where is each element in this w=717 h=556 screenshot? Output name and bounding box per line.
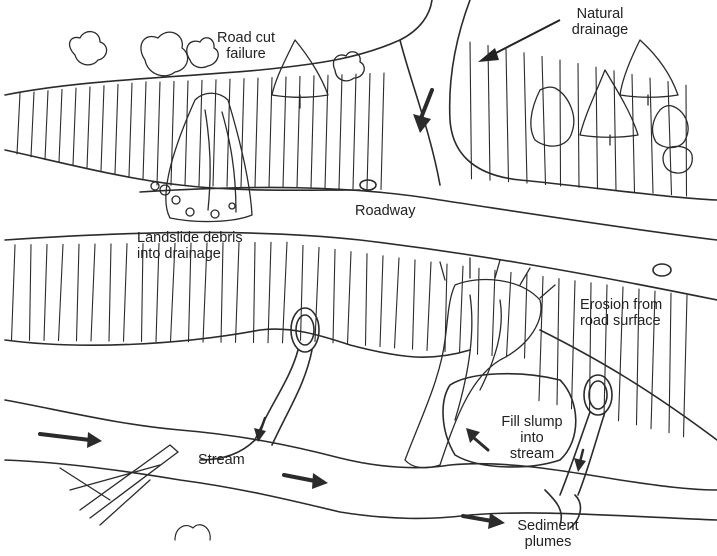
label-road-cut-failure-line1: Road cut bbox=[205, 30, 287, 46]
label-natural-drainage: Natural drainage bbox=[560, 6, 640, 38]
label-erosion: Erosion from road surface bbox=[580, 297, 662, 329]
label-landslide-debris-line1: Landslide debris bbox=[137, 230, 243, 246]
label-sediment-plumes-line2: plumes bbox=[508, 534, 588, 550]
trees-top-right bbox=[531, 40, 692, 173]
natural-drainage-arrow bbox=[478, 20, 560, 62]
label-fill-slump-line1: Fill slump bbox=[492, 414, 572, 430]
flow-arrow-stream-left bbox=[40, 432, 102, 448]
label-sediment-plumes-line1: Sediment bbox=[508, 518, 588, 534]
culvert-right bbox=[584, 375, 612, 415]
natural-drainage-channel bbox=[400, 40, 440, 185]
bottom-vegetation bbox=[175, 525, 210, 540]
label-fill-slump-line3: stream bbox=[492, 446, 572, 462]
log-debris bbox=[60, 445, 178, 525]
inlet-top bbox=[360, 180, 376, 190]
label-landslide-debris-line2: into drainage bbox=[137, 246, 243, 262]
flow-arrow-slump bbox=[466, 428, 488, 450]
label-road-cut-failure: Road cut failure bbox=[205, 30, 287, 62]
label-erosion-line1: Erosion from bbox=[580, 297, 662, 313]
lower-fill-slope bbox=[5, 242, 717, 440]
flow-arrow-stream-mid bbox=[284, 473, 328, 489]
label-natural-drainage-line2: drainage bbox=[560, 22, 640, 38]
label-natural-drainage-line1: Natural bbox=[560, 6, 640, 22]
flow-arrows bbox=[40, 90, 586, 529]
label-sediment-plumes: Sediment plumes bbox=[508, 518, 588, 550]
label-stream: Stream bbox=[198, 452, 245, 468]
label-fill-slump-line2: into bbox=[492, 430, 572, 446]
label-roadway: Roadway bbox=[355, 203, 415, 219]
label-fill-slump: Fill slump into stream bbox=[492, 414, 572, 462]
label-erosion-line2: road surface bbox=[580, 313, 662, 329]
culvert-left bbox=[291, 308, 319, 352]
inlet-right bbox=[653, 264, 671, 276]
label-road-cut-failure-line2: failure bbox=[205, 46, 287, 62]
label-landslide-debris: Landslide debris into drainage bbox=[137, 230, 243, 262]
flow-arrow-drainage bbox=[413, 90, 432, 133]
flow-arrow-sediment bbox=[463, 513, 505, 529]
